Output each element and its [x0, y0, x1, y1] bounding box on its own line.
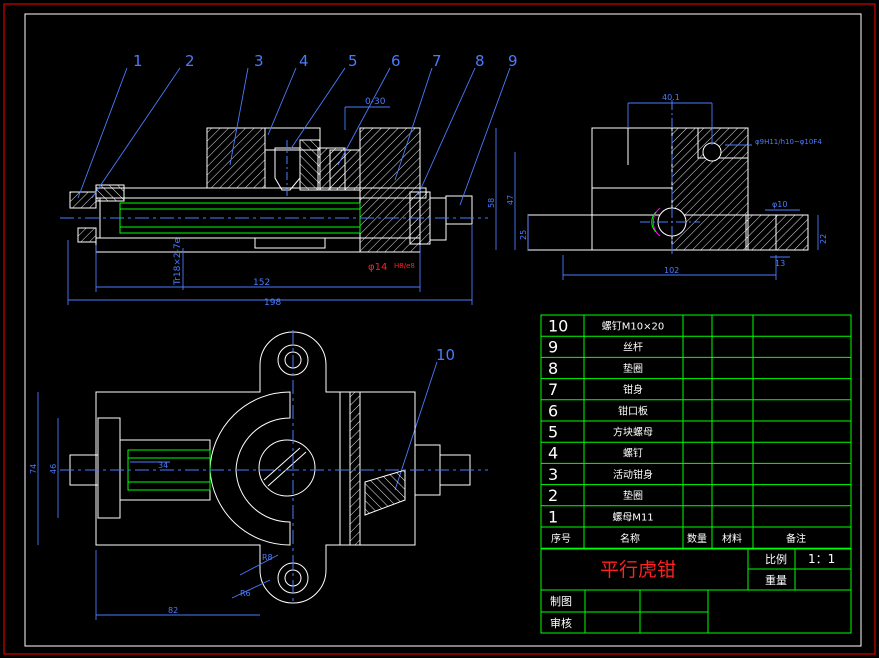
parts-row-name: 钳口板 — [618, 404, 648, 417]
drawing-title: 平行虎钳 — [600, 559, 676, 581]
plan-view-dimensions — [37, 392, 279, 620]
balloon-5: 5 — [348, 52, 358, 70]
dim-low: 25 — [519, 230, 528, 240]
parts-row-no: 2 — [548, 486, 558, 505]
dim-total: 58 — [487, 198, 496, 208]
balloon-4: 4 — [299, 52, 309, 70]
scale-value: 1：1 — [808, 552, 835, 566]
header-qty: 数量 — [687, 532, 707, 545]
balloon-10: 10 — [436, 346, 455, 364]
dim-inner: 47 — [506, 195, 515, 205]
parts-list-frame — [540, 314, 852, 549]
parts-row-no: 5 — [548, 423, 558, 442]
parts-list: 10 螺钉M10×20 9 丝杆 8 垫圈 7 钳身 6 钳口板 5 方块螺母 4 螺钉 3 活动钳身 2 垫圈 1… — [540, 314, 852, 549]
dim-height-outer: 74 — [29, 464, 38, 474]
dim-thread: Tr18×2-7e — [173, 237, 183, 286]
balloon-8: 8 — [475, 52, 485, 70]
dim-overall: 198 — [264, 298, 281, 308]
dim-r2: R6 — [240, 589, 251, 598]
inner-frame — [24, 13, 862, 647]
parts-row-name: 螺钉 — [623, 448, 643, 460]
parts-header: 序号 名称 数量 材料 备注 — [551, 532, 806, 545]
header-name: 名称 — [620, 532, 640, 545]
parts-row-name: 垫圈 — [623, 489, 643, 502]
plan-view-dimension-text: 74 46 82 34 R8 R6 — [29, 461, 273, 615]
front-view-dimension-text: 0-30 198 152 Tr18×2-7e — [173, 97, 386, 308]
parts-row-name: 丝杆 — [623, 342, 643, 354]
dim-top: 40.1 — [662, 93, 680, 102]
front-view-dimensions — [67, 106, 473, 305]
parts-row-no: 10 — [548, 317, 568, 336]
title-block-text: 平行虎钳 比例 1：1 重量 制图 审核 — [550, 552, 835, 630]
side-view-dimension-text: 40.1 58 47 25 102 φ10 13 22 φ9H11/h10~φ1… — [487, 93, 828, 275]
parts-row-name: 螺钉M10×20 — [602, 321, 664, 333]
balloon-1: 1 — [133, 52, 143, 70]
dim-bore-tol: H8/e8 — [394, 262, 415, 270]
parts-row-no: 9 — [548, 338, 558, 357]
parts-row-no: 1 — [548, 507, 558, 526]
drawn-label: 制图 — [550, 595, 572, 608]
parts-row-name: 方块螺母 — [613, 426, 653, 439]
bore-fit-label: φ14 H8/e8 — [368, 262, 415, 273]
balloon-6: 6 — [391, 52, 401, 70]
parts-row-no: 7 — [548, 380, 558, 399]
balloon-2: 2 — [185, 52, 195, 70]
header-material: 材料 — [722, 532, 742, 545]
dim-mid-plan: 34 — [158, 461, 168, 470]
side-view-dimensions — [495, 102, 819, 280]
scale-label: 比例 — [765, 552, 787, 566]
parts-row-name: 活动钳身 — [613, 468, 653, 481]
title-block — [540, 548, 852, 634]
parts-row-no: 6 — [548, 401, 558, 420]
dim-mid: 152 — [253, 278, 270, 288]
side-view — [527, 100, 809, 255]
dim-note: φ9H11/h10~φ10F4 — [755, 138, 822, 146]
balloon-9: 9 — [508, 52, 518, 70]
dim-r1: R8 — [262, 553, 273, 562]
dim-gap: 0-30 — [365, 97, 386, 107]
dim-height-inner: 46 — [49, 464, 58, 474]
parts-row-no: 8 — [548, 359, 558, 378]
header-remark: 备注 — [786, 532, 806, 545]
balloon-7: 7 — [432, 52, 442, 70]
dim-bottom: 102 — [664, 266, 679, 275]
balloon-labels: 1 2 3 4 5 6 7 8 9 10 — [133, 52, 518, 364]
parts-row-no: 3 — [548, 465, 558, 484]
parts-row-name: 钳身 — [623, 383, 643, 396]
balloon-3: 3 — [254, 52, 264, 70]
outer-frame — [3, 3, 876, 655]
dim-hole: φ10 — [772, 200, 787, 209]
checked-label: 审核 — [550, 616, 572, 630]
front-section-view — [60, 127, 488, 253]
balloon-leaders — [77, 67, 511, 491]
dim-bore: φ14 — [368, 262, 387, 273]
dim-right: 22 — [819, 234, 828, 244]
parts-row-name: 垫圈 — [623, 362, 643, 375]
weight-label: 重量 — [765, 573, 787, 587]
parts-row-no: 4 — [548, 444, 558, 463]
dim-small: 13 — [775, 259, 785, 268]
dim-width: 82 — [168, 606, 178, 615]
header-no: 序号 — [551, 532, 571, 545]
plan-view — [60, 330, 488, 605]
parts-row-name: 螺母M11 — [612, 511, 653, 523]
